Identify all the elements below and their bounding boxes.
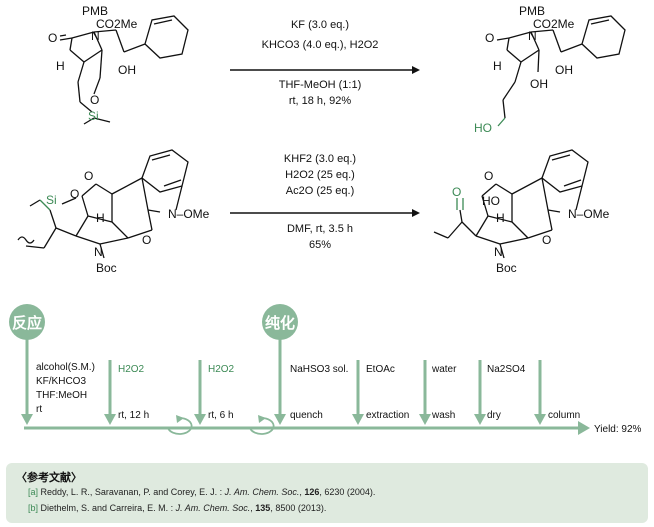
r1-sm-o: O <box>90 93 99 107</box>
r2-prod-boc: Boc <box>496 261 517 275</box>
r2-sm-si: Si <box>46 193 57 207</box>
r1-cond-1: KF (3.0 eq.) <box>291 19 349 31</box>
r2-prod-h: H <box>496 211 505 225</box>
reaction2-arrow <box>230 209 420 217</box>
r1-sm-ester: CO2Me <box>96 17 138 31</box>
r2-sm-nome: N–OMe <box>168 207 210 221</box>
r2-cond-5: 65% <box>309 239 331 251</box>
step5-bottom: extraction <box>366 410 409 421</box>
step1-reagent: KF/KHCO3 <box>36 376 86 387</box>
reaction2-product <box>433 149 589 259</box>
r1-prod-pmb: PMB <box>519 4 545 18</box>
r1-prod-n: N <box>528 29 537 43</box>
step6-top: water <box>431 364 457 375</box>
reaction2-starting-material <box>17 149 189 259</box>
reaction1-product <box>496 15 626 119</box>
workflow: 反应 纯化 alcohol(S.M.) KF/KHCO3 THF:MeOH rt… <box>9 304 642 435</box>
reaction1-arrow <box>230 66 420 74</box>
step1-label: alcohol(S.M.) <box>36 362 95 373</box>
r2-prod-n: N <box>494 245 503 259</box>
r1-sm-ketone-o: O <box>48 31 57 45</box>
r1-prod-ester: CO2Me <box>533 17 575 31</box>
step2-reagent: H2O2 <box>118 364 145 375</box>
references-title: 〈参考文献〉 <box>16 471 82 484</box>
r1-prod-ketone-o: O <box>485 31 494 45</box>
r1-cond-4: rt, 18 h, 92% <box>289 95 352 107</box>
r2-cond-4: DMF, rt, 3.5 h <box>287 223 353 235</box>
reference-b: [b] Diethelm, S. and Carreira, E. M. : J… <box>28 503 327 513</box>
phase-purification-label: 纯化 <box>265 314 295 332</box>
r1-sm-h: H <box>56 59 65 73</box>
stir-icon-2 <box>249 417 275 435</box>
r1-prod-ho: HO <box>474 121 492 135</box>
step6-bottom: wash <box>431 410 455 421</box>
r2-sm-n: N <box>94 245 103 259</box>
phase-reaction-label: 反应 <box>12 314 42 332</box>
r2-sm-ring-o: O <box>84 169 93 183</box>
r2-prod-ketone-o: O <box>452 185 461 199</box>
references-box: 〈参考文献〉 [a] Reddy, L. R., Saravanan, P. a… <box>6 463 648 523</box>
r2-prod-lactam-o: O <box>542 233 551 247</box>
r2-prod-ring-o: O <box>484 169 493 183</box>
r1-cond-3: THF-MeOH (1:1) <box>279 79 362 91</box>
r2-sm-h: H <box>96 211 105 225</box>
r2-sm-o: O <box>70 187 79 201</box>
r2-prod-nome: N–OMe <box>568 207 610 221</box>
step7-bottom: dry <box>487 410 501 421</box>
stir-icon <box>167 417 193 435</box>
step1-solvent: THF:MeOH <box>36 390 87 401</box>
r2-cond-2: H2O2 (25 eq.) <box>285 169 355 181</box>
reference-a: [a] Reddy, L. R., Saravanan, P. and Core… <box>28 487 376 497</box>
r1-sm-si: Si <box>88 109 99 123</box>
r1-cond-2: KHCO3 (4.0 eq.), H2O2 <box>262 39 379 51</box>
step4-bottom: quench <box>290 410 323 421</box>
step1-time: rt <box>36 404 42 415</box>
r1-prod-oh: OH <box>555 63 573 77</box>
r2-sm-lactam-o: O <box>142 233 151 247</box>
r1-sm-oh: OH <box>118 63 136 77</box>
r2-cond-3: Ac2O (25 eq.) <box>286 185 354 197</box>
r1-prod-oh2: OH <box>530 77 548 91</box>
r2-sm-boc: Boc <box>96 261 117 275</box>
step2-time: rt, 12 h <box>118 410 149 421</box>
reaction1-starting-material <box>59 15 189 125</box>
step5-top: EtOAc <box>366 364 395 375</box>
r1-sm-pmb: PMB <box>82 4 108 18</box>
step3-reagent: H2O2 <box>208 364 235 375</box>
scheme-canvas: PMB CO2Me O N H OH O Si PMB CO2Me O N H … <box>9 4 642 435</box>
yield-label: Yield: 92% <box>594 424 642 435</box>
step3-time: rt, 6 h <box>208 410 234 421</box>
r1-sm-n: N <box>91 29 100 43</box>
step7-top: Na2SO4 <box>487 364 526 375</box>
step4-top: NaHSO3 sol. <box>290 364 348 375</box>
r1-prod-h: H <box>493 59 502 73</box>
r2-prod-ho: HO <box>482 194 500 208</box>
r2-cond-1: KHF2 (3.0 eq.) <box>284 153 356 165</box>
step8-bottom: column <box>548 410 580 421</box>
